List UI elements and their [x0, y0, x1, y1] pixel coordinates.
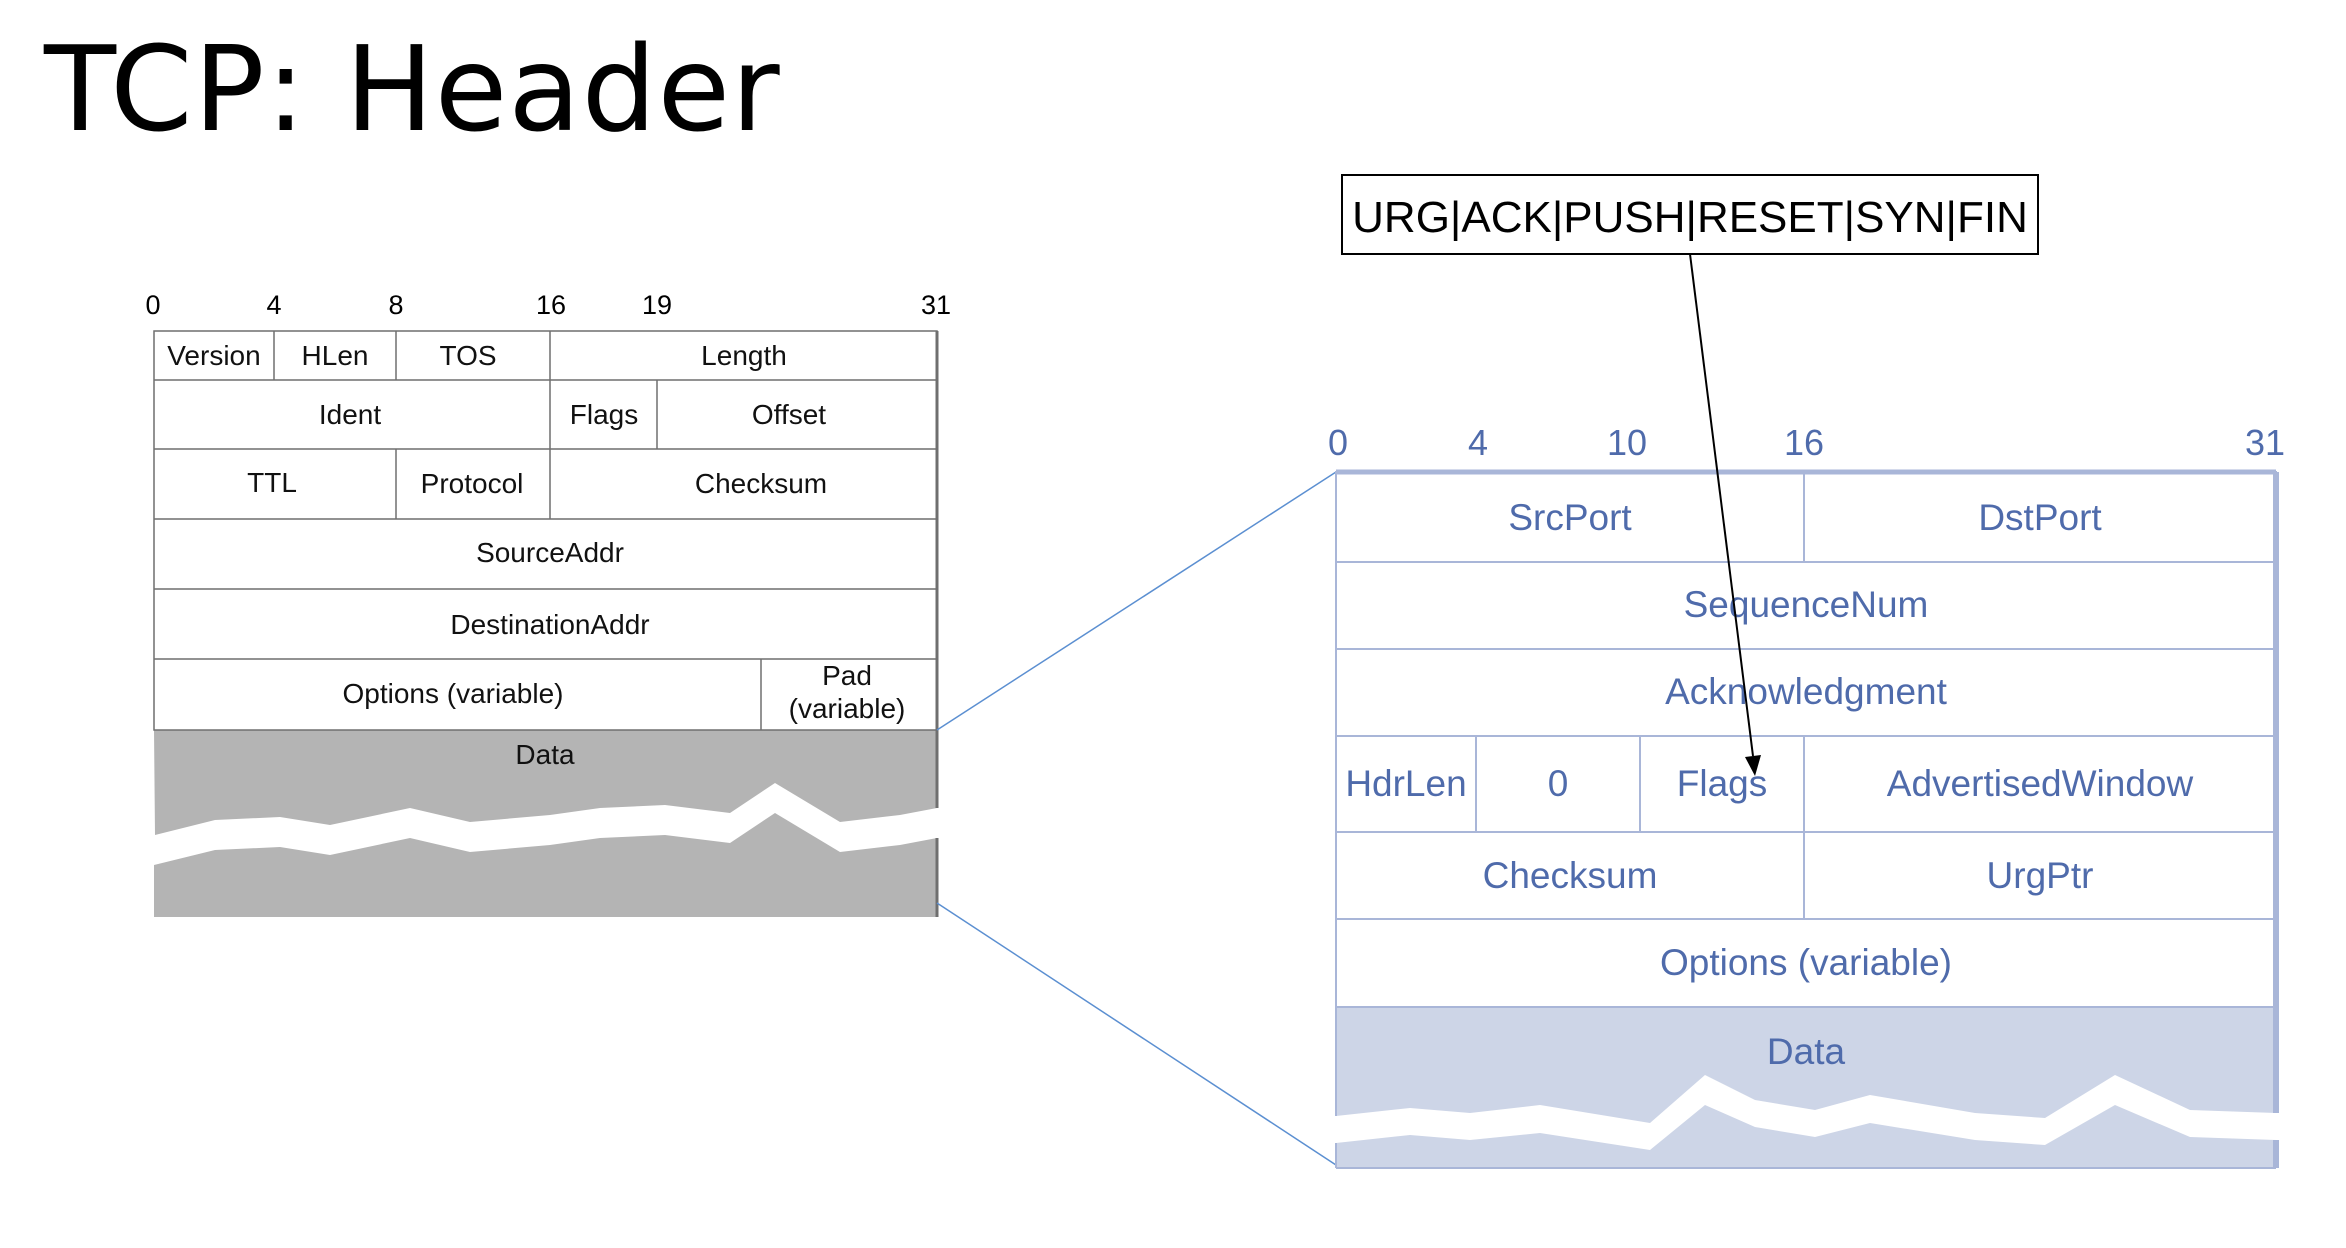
ip-data-area-lower [154, 813, 937, 917]
ip-field-source-addr: SourceAddr [476, 537, 624, 568]
tcp-field-urg-ptr: UrgPtr [1987, 855, 2094, 896]
tcp-header: 0 4 10 16 31 SrcPort DstPort [1328, 422, 2285, 1169]
tcp-data-area [1336, 1007, 2276, 1123]
page-title: TCP: Header [44, 20, 781, 158]
ip-field-pad-note: (variable) [789, 693, 906, 724]
ip-field-ident: Ident [319, 399, 381, 430]
tcp-field-acknowledgment: Acknowledgment [1665, 671, 1947, 712]
ip-field-pad: Pad [822, 660, 872, 691]
tcp-bit-label: 16 [1784, 422, 1824, 463]
ip-header: 0 4 8 16 19 31 Version HLen TOS [145, 290, 951, 917]
tcp-field-checksum: Checksum [1483, 855, 1658, 896]
ip-data-area [154, 730, 937, 835]
tcp-bit-label: 4 [1468, 422, 1488, 463]
tcp-field-reserved-zero: 0 [1548, 763, 1569, 804]
ip-bit-label: 16 [536, 290, 566, 320]
ip-bit-label: 19 [642, 290, 672, 320]
ip-field-hlen: HLen [302, 340, 369, 371]
tcp-field-advertised-window: AdvertisedWindow [1887, 763, 2194, 804]
tcp-data-area-lower [1336, 1105, 2276, 1168]
flags-callout-text: URG|ACK|PUSH|RESET|SYN|FIN [1352, 193, 2028, 242]
ip-bit-label: 0 [145, 290, 160, 320]
ip-field-data: Data [515, 739, 575, 770]
tcp-bit-label: 31 [2245, 422, 2285, 463]
ip-field-tos: TOS [439, 340, 496, 371]
tcp-field-hdr-len: HdrLen [1345, 763, 1466, 804]
ip-field-flags: Flags [570, 399, 638, 430]
tcp-field-src-port: SrcPort [1508, 497, 1632, 538]
ip-field-destination-addr: DestinationAddr [450, 609, 649, 640]
ip-field-version: Version [167, 340, 260, 371]
ip-field-options: Options (variable) [343, 678, 564, 709]
tcp-bit-label: 10 [1607, 422, 1647, 463]
ip-field-protocol: Protocol [421, 468, 524, 499]
arrowhead-icon [1745, 755, 1761, 776]
ip-bit-label: 31 [921, 290, 951, 320]
ip-field-checksum: Checksum [695, 468, 827, 499]
ip-field-length: Length [701, 340, 787, 371]
tcp-field-sequence-num: SequenceNum [1684, 584, 1929, 625]
tcp-field-dst-port: DstPort [1978, 497, 2102, 538]
ip-field-ttl: TTL [247, 467, 297, 498]
flags-callout-arrow [1689, 253, 1754, 757]
zoom-connector-top [936, 471, 1337, 731]
flags-callout: URG|ACK|PUSH|RESET|SYN|FIN [1341, 174, 2039, 776]
tcp-field-options: Options (variable) [1660, 942, 1952, 983]
ip-bit-label: 4 [266, 290, 281, 320]
ip-bit-label: 8 [388, 290, 403, 320]
ip-field-offset: Offset [752, 399, 826, 430]
tcp-bit-label: 0 [1328, 422, 1348, 463]
zoom-connector-bottom [936, 902, 1337, 1166]
tcp-field-data: Data [1767, 1031, 1846, 1072]
